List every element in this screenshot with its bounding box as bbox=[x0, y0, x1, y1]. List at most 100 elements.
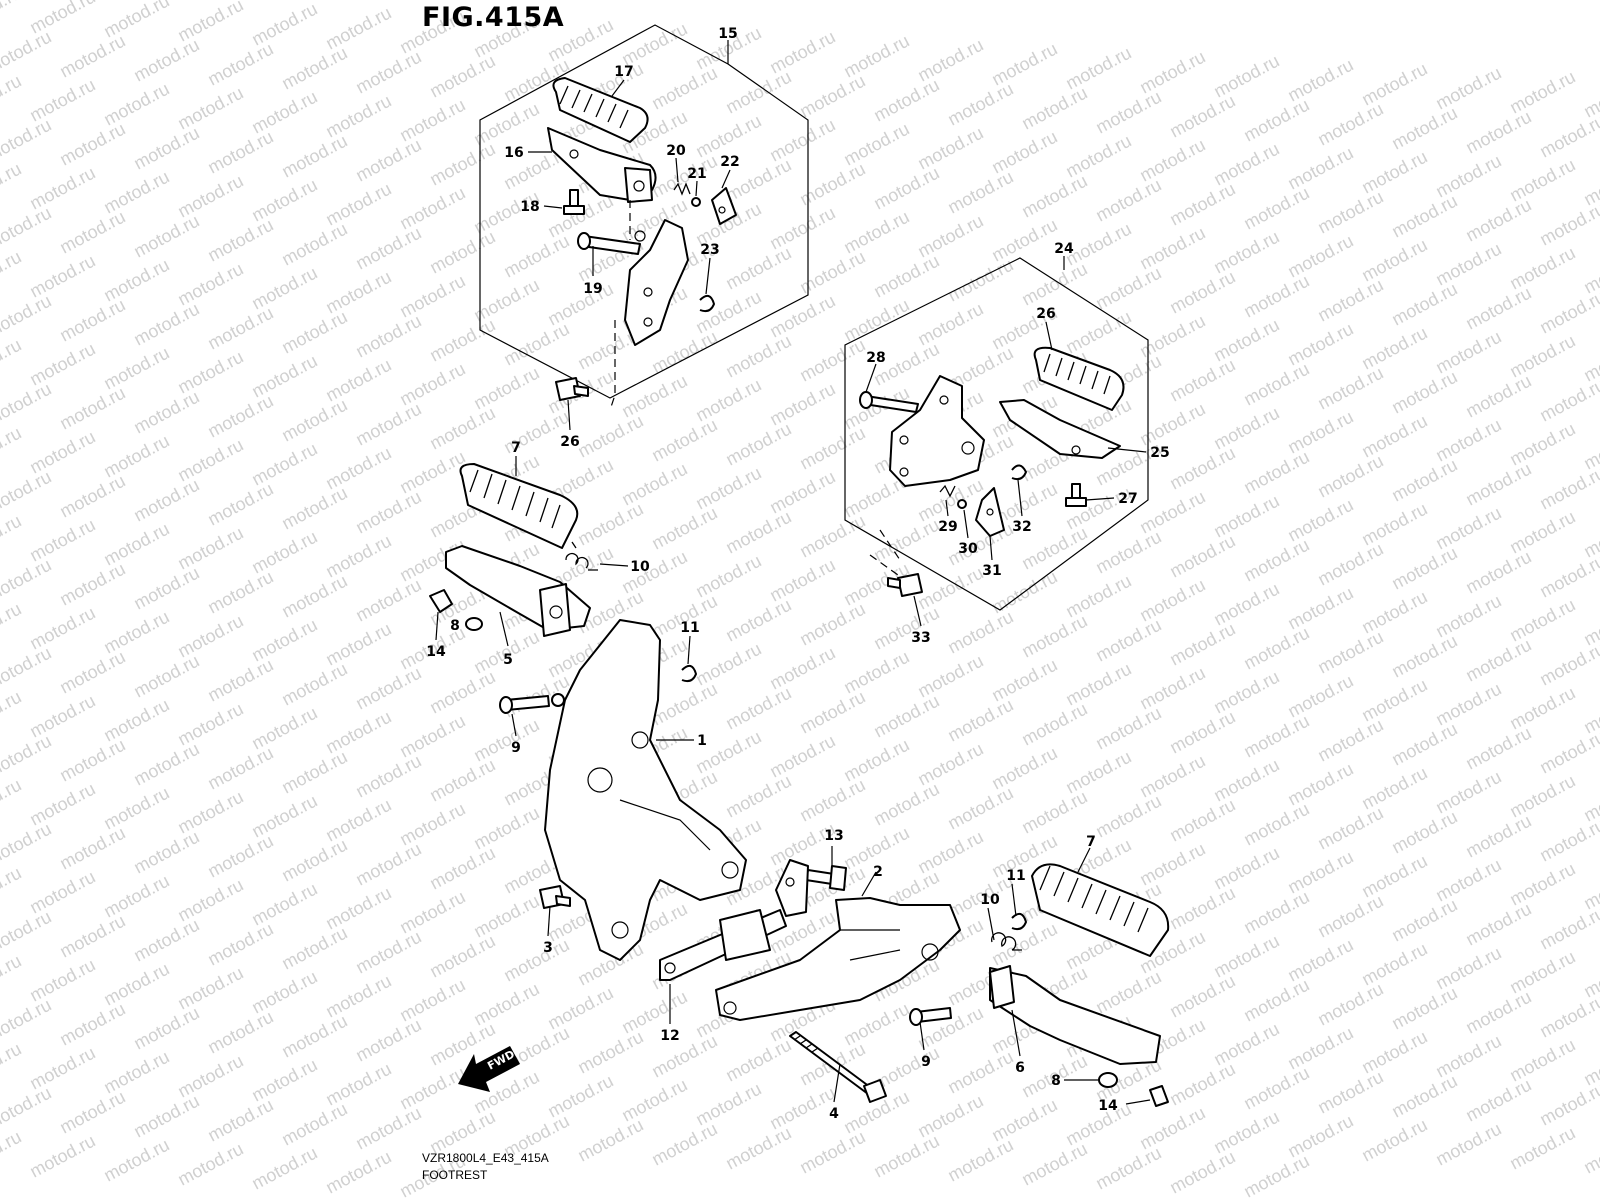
callout-16: 16 bbox=[504, 145, 523, 161]
watermark-text: motod.ru bbox=[1388, 1071, 1460, 1122]
watermark-text: motod.ru bbox=[56, 647, 128, 698]
watermark-text: motod.ru bbox=[56, 999, 128, 1050]
watermark-text: motod.ru bbox=[500, 231, 572, 282]
watermark-text: motod.ru bbox=[1166, 179, 1238, 230]
watermark-text: motod.ru bbox=[278, 923, 350, 974]
callout-11-right: 11 bbox=[1006, 868, 1025, 884]
watermark-text: motod.ru bbox=[0, 247, 25, 298]
watermark-text: motod.ru bbox=[278, 747, 350, 798]
watermark-text: motod.ru bbox=[1314, 363, 1386, 414]
watermark-text: motod.ru bbox=[204, 391, 276, 442]
callout-8-left: 8 bbox=[450, 618, 460, 634]
watermark-text: motod.ru bbox=[1462, 811, 1534, 862]
callout-32: 32 bbox=[1012, 519, 1031, 535]
watermark-text: motod.ru bbox=[648, 415, 720, 466]
watermark-text: motod.ru bbox=[1092, 263, 1164, 314]
watermark-text: motod.ru bbox=[1462, 459, 1534, 510]
watermark-text: motod.ru bbox=[352, 575, 424, 626]
watermark-text: motod.ru bbox=[278, 835, 350, 886]
watermark-text: motod.ru bbox=[796, 159, 868, 210]
watermark-text: motod.ru bbox=[130, 387, 202, 438]
callout-7-left: 7 bbox=[511, 440, 521, 456]
watermark-text: motod.ru bbox=[426, 843, 498, 894]
callout-28: 28 bbox=[866, 350, 885, 366]
spring-10-right bbox=[991, 932, 1022, 951]
watermark-text: motod.ru bbox=[1388, 191, 1460, 242]
watermark-text: motod.ru bbox=[944, 167, 1016, 218]
watermark-text: motod.ru bbox=[204, 831, 276, 882]
watermark-text: motod.ru bbox=[722, 67, 794, 118]
watermark-text: motod.ru bbox=[1388, 983, 1460, 1034]
watermark-text: motod.ru bbox=[0, 467, 55, 518]
watermark-text: motod.ru bbox=[796, 687, 868, 738]
callout-14-right: 14 bbox=[1098, 1098, 1118, 1114]
watermark-text: motod.ru bbox=[56, 471, 128, 522]
watermark-text: motod.ru bbox=[796, 247, 868, 298]
watermark-text: motod.ru bbox=[174, 1139, 246, 1190]
watermark-text: motod.ru bbox=[870, 163, 942, 214]
watermark-text: motod.ru bbox=[352, 1103, 424, 1154]
watermark-text: motod.ru bbox=[1314, 803, 1386, 854]
watermark-text: motod.ru bbox=[352, 399, 424, 450]
watermark-text: motod.ru bbox=[56, 31, 128, 82]
pin-9-left bbox=[499, 693, 565, 714]
callout-24: 24 bbox=[1054, 241, 1074, 257]
watermark-text: motod.ru bbox=[426, 227, 498, 278]
watermark-text: motod.ru bbox=[0, 27, 55, 78]
callout-10-right: 10 bbox=[980, 892, 1000, 908]
watermark-text: motod.ru bbox=[278, 1011, 350, 1062]
watermark-text: motod.ru bbox=[1580, 1127, 1600, 1178]
bolt-4 bbox=[789, 1031, 887, 1103]
callout-labels: 15 17 16 20 21 22 18 23 19 26 24 26 28 2… bbox=[426, 26, 1169, 1122]
watermark-text: motod.ru bbox=[1240, 623, 1312, 674]
watermark-text: motod.ru bbox=[130, 827, 202, 878]
figure-title: FIG.415A bbox=[422, 2, 565, 33]
watermark-text: motod.ru bbox=[870, 691, 942, 742]
watermark-text: motod.ru bbox=[204, 567, 276, 618]
watermark-text: motod.ru bbox=[722, 683, 794, 734]
circlip-23 bbox=[699, 294, 715, 313]
watermark-text: motod.ru bbox=[1240, 183, 1312, 234]
watermark-text: motod.ru bbox=[1166, 1059, 1238, 1110]
watermark-text: motod.ru bbox=[204, 743, 276, 794]
callout-10-left: 10 bbox=[630, 559, 650, 575]
watermark-text: motod.ru bbox=[1536, 111, 1600, 162]
watermark-text: motod.ru bbox=[944, 695, 1016, 746]
watermark-text: motod.ru bbox=[204, 1095, 276, 1146]
callout-4: 4 bbox=[829, 1106, 839, 1122]
watermark-text: motod.ru bbox=[722, 331, 794, 382]
watermark-text: motod.ru bbox=[1536, 815, 1600, 866]
watermark-text: motod.ru bbox=[944, 79, 1016, 130]
watermark-text: motod.ru bbox=[796, 423, 868, 474]
watermark-text: motod.ru bbox=[1092, 791, 1164, 842]
watermark-text: motod.ru bbox=[1358, 1115, 1430, 1166]
watermark-text: motod.ru bbox=[1092, 1143, 1164, 1194]
watermark-text: motod.ru bbox=[0, 907, 55, 958]
watermark-text: motod.ru bbox=[426, 667, 498, 718]
watermark-text: motod.ru bbox=[1536, 727, 1600, 778]
watermark-text: motod.ru bbox=[1092, 703, 1164, 754]
watermark-text: motod.ru bbox=[0, 775, 25, 826]
watermark-text: motod.ru bbox=[0, 863, 25, 914]
footpeg-rubber-7-right bbox=[1031, 863, 1170, 957]
callout-14-left: 14 bbox=[426, 644, 446, 660]
watermark-text: motod.ru bbox=[204, 303, 276, 354]
cap-14-right bbox=[1149, 1085, 1169, 1107]
watermark-text: motod.ru bbox=[0, 511, 25, 562]
watermark-text: motod.ru bbox=[1314, 187, 1386, 238]
callout-6: 6 bbox=[1015, 1060, 1025, 1076]
watermark-text: motod.ru bbox=[1388, 455, 1460, 506]
watermark-text: motod.ru bbox=[1314, 979, 1386, 1030]
watermark-text: motod.ru bbox=[1018, 699, 1090, 750]
watermark-text: motod.ru bbox=[1166, 707, 1238, 758]
callout-21: 21 bbox=[687, 166, 706, 182]
spring-20 bbox=[673, 182, 691, 196]
watermark-text: motod.ru bbox=[1314, 451, 1386, 502]
bracket-15-plate bbox=[624, 219, 689, 346]
watermark-text: motod.ru bbox=[1536, 375, 1600, 426]
watermark-text: motod.ru bbox=[0, 731, 55, 782]
watermark-text: motod.ru bbox=[1462, 107, 1534, 158]
watermark-text: motod.ru bbox=[0, 1039, 25, 1090]
pin-19 bbox=[577, 232, 641, 255]
